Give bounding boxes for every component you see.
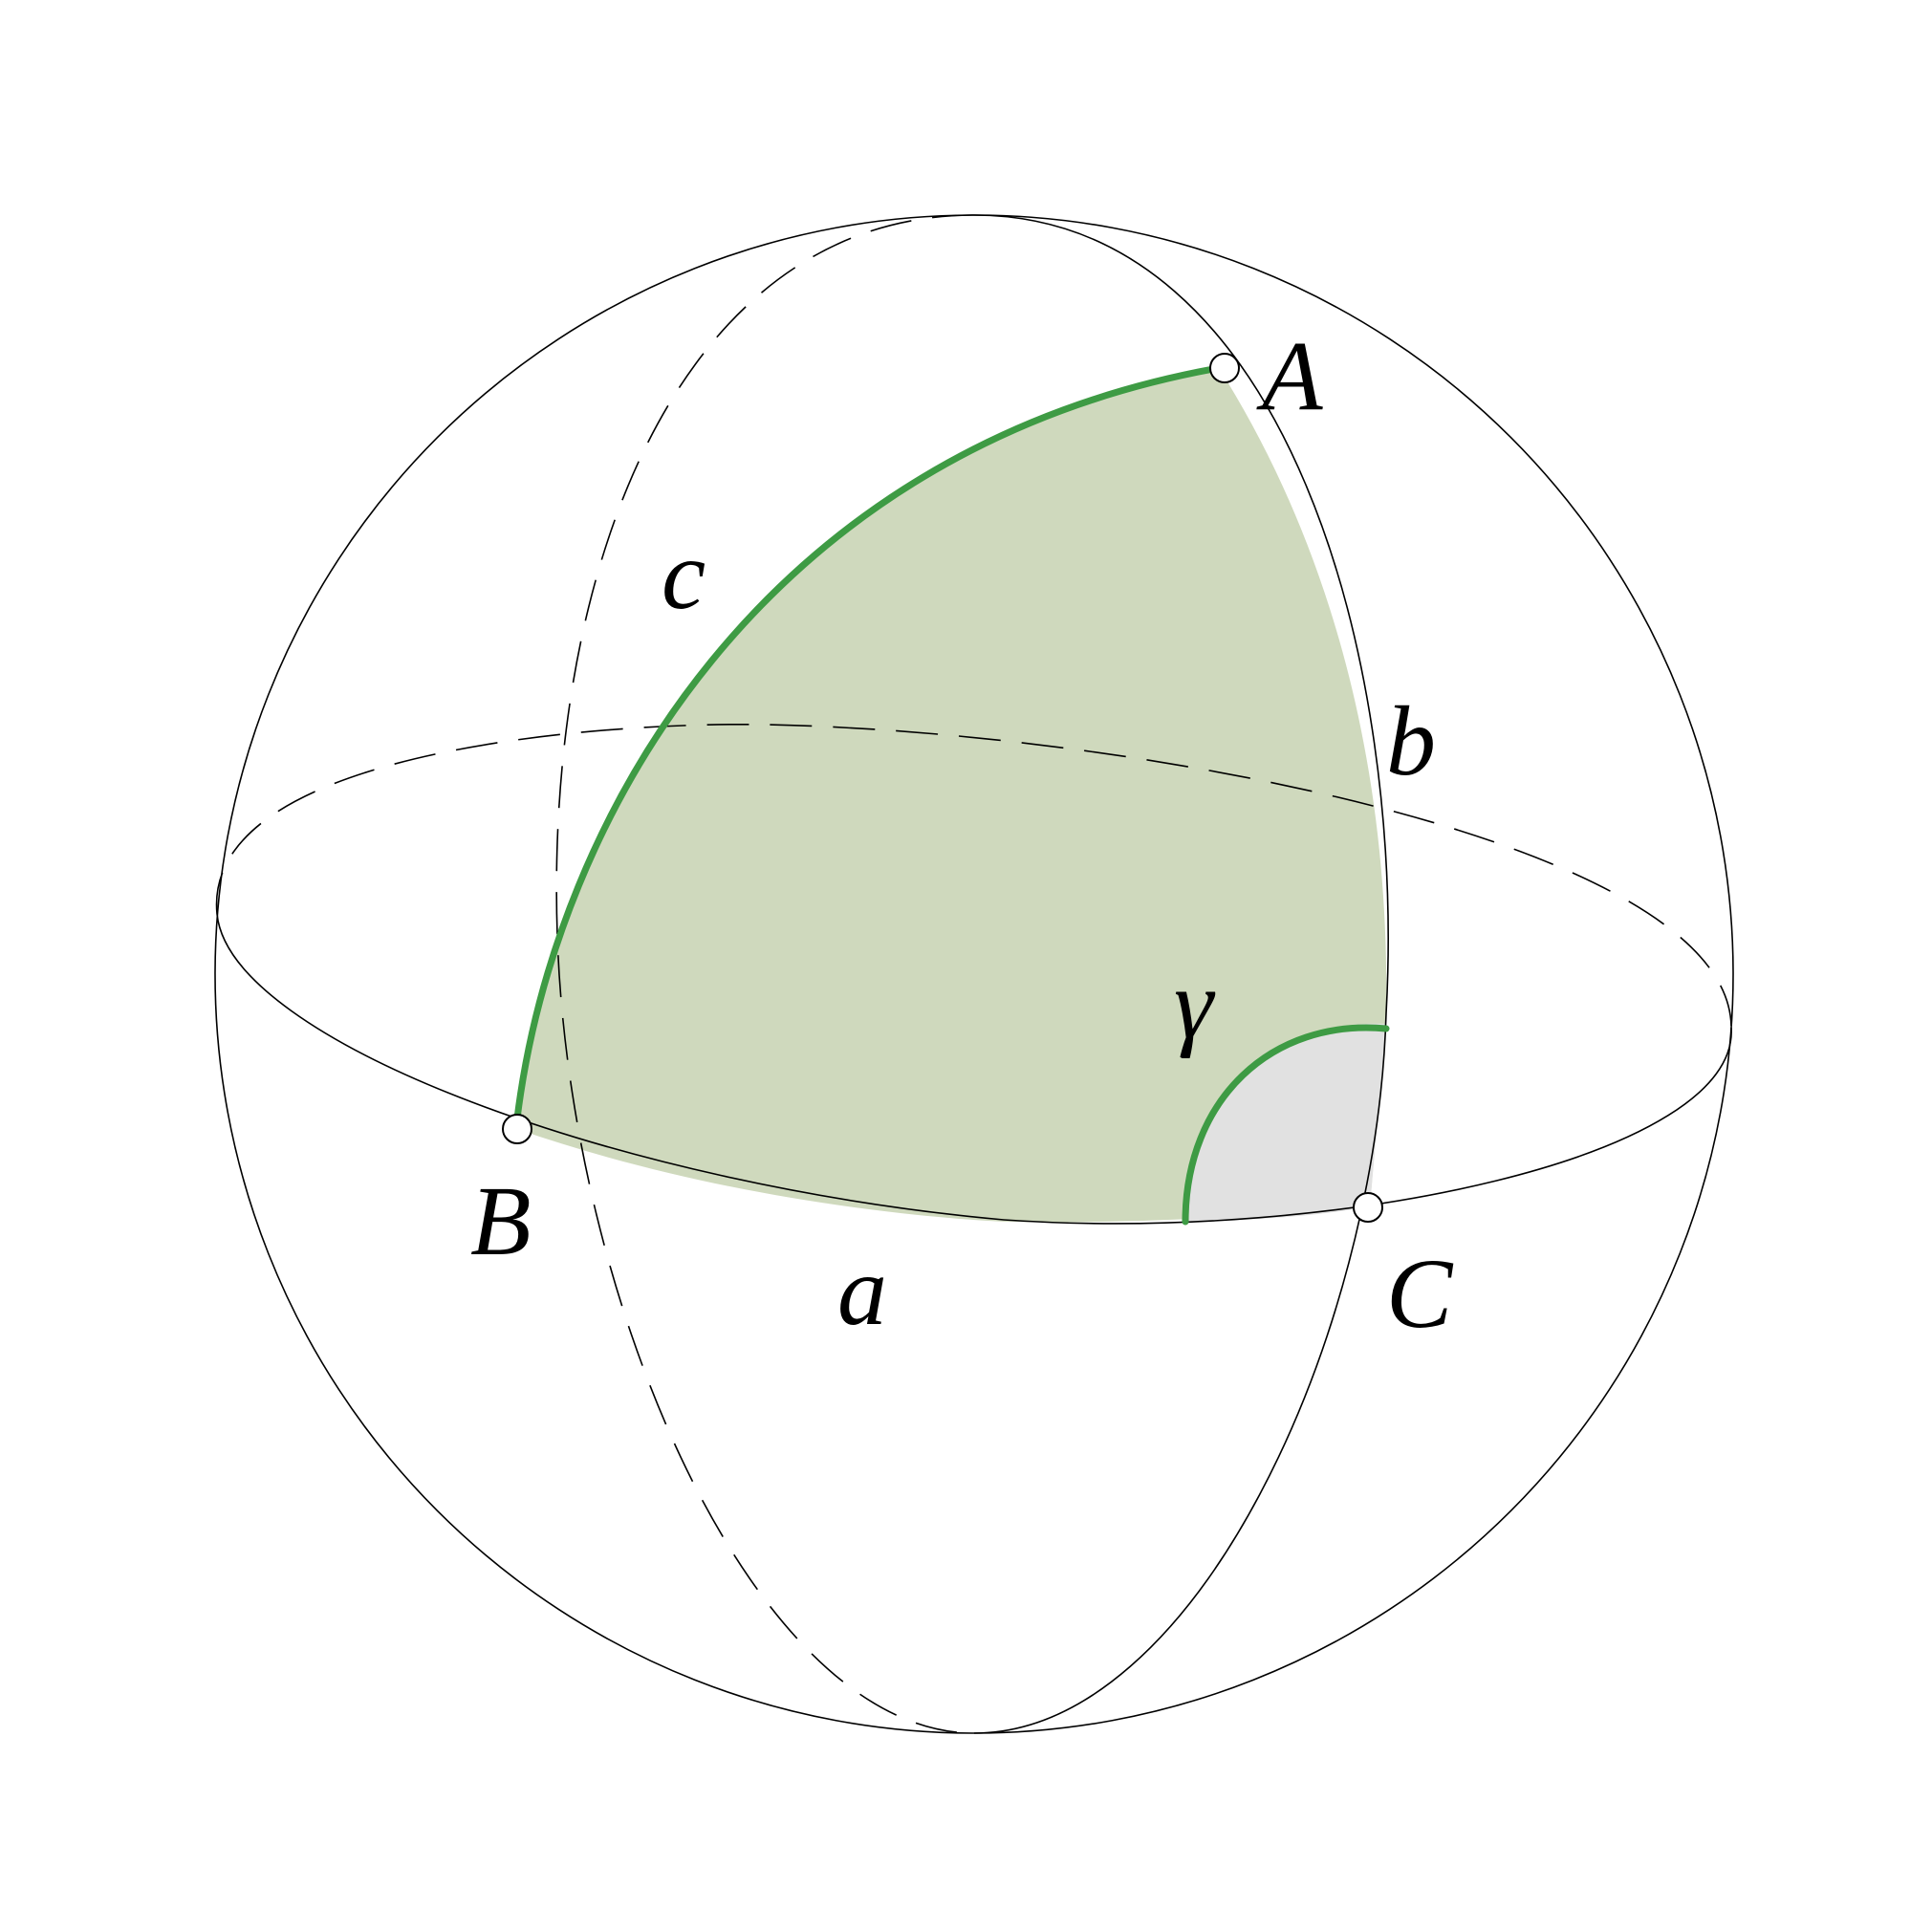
vertex-a-point <box>1209 353 1240 383</box>
spherical-triangle-region <box>517 368 1387 1223</box>
equator-front-arc <box>216 913 1732 1225</box>
meridian-front-arc <box>973 214 1389 1734</box>
vertex-c-point <box>1353 1192 1383 1223</box>
side-c-label: c <box>662 520 706 630</box>
vertex-b-point <box>502 1114 532 1144</box>
vertex-b-label: B <box>470 1166 532 1276</box>
side-b-label: b <box>1386 686 1436 796</box>
angle-gamma-sector <box>1185 1023 1386 1222</box>
angle-gamma-label: γ <box>1174 949 1216 1059</box>
side-a-label: a <box>837 1236 887 1346</box>
vertex-a-label: A <box>1256 321 1323 431</box>
equator-back-arc <box>216 723 1732 1029</box>
meridian-back-arc <box>555 214 975 1734</box>
vertex-c-label: C <box>1386 1239 1454 1349</box>
side-c-arc <box>513 364 1223 1122</box>
angle-gamma-arc <box>1182 1024 1390 1226</box>
